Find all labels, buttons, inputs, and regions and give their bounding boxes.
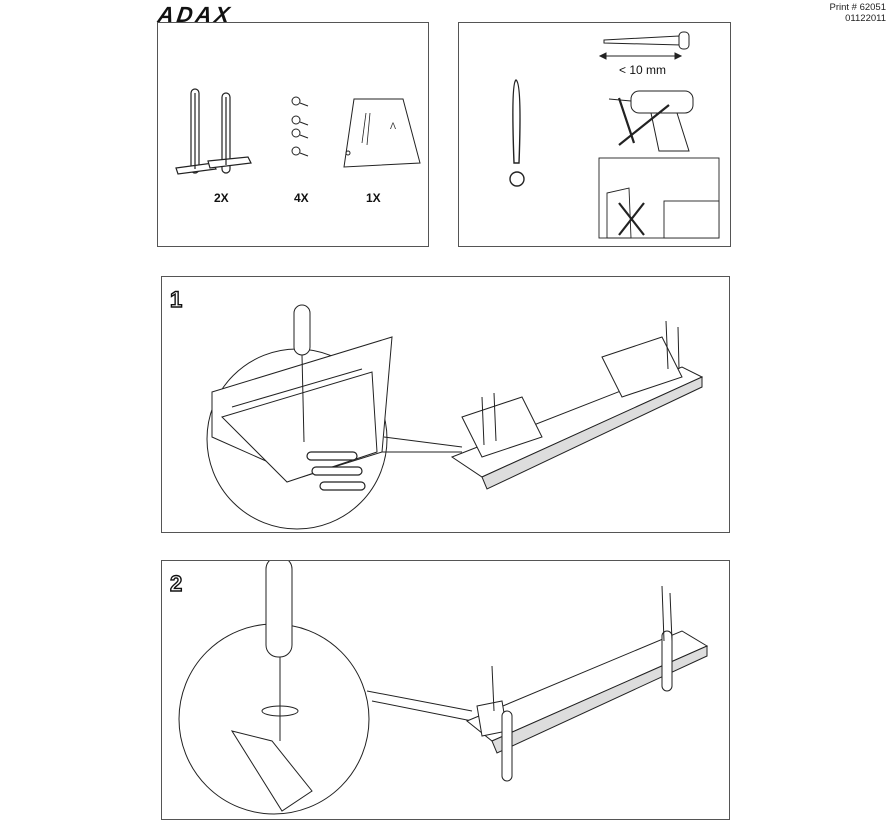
leg-stand-icon <box>175 88 252 175</box>
step-2-number: 2 <box>169 570 183 596</box>
step-2-panel: 2 <box>161 560 730 820</box>
step-1-panel: 1 <box>161 276 730 533</box>
warning-illustration <box>509 31 720 239</box>
step-1-illustration <box>206 304 704 530</box>
print-number: Print # 62051 <box>829 2 886 13</box>
parts-panel: Λ 2X 4X 1X <box>157 22 429 247</box>
screw-length-label: < 10 mm <box>619 63 667 77</box>
print-code: 01122011 <box>845 13 886 24</box>
legs-quantity: 2X <box>214 191 229 205</box>
screwdriver-icon <box>261 561 299 741</box>
print-info: Print # 62051 01122011 <box>829 2 886 24</box>
exclamation-icon <box>509 79 525 187</box>
mounting-template-icon: Λ <box>343 98 421 168</box>
parts-illustration: Λ <box>175 88 421 175</box>
screwdriver-icon <box>293 304 311 443</box>
screws-icon <box>291 96 309 157</box>
step-1-number: 1 <box>169 286 183 312</box>
no-drill-icon <box>608 90 694 152</box>
no-bathroom-icon <box>598 157 720 239</box>
screw-length-icon <box>598 31 690 60</box>
callout-line <box>366 690 473 712</box>
callout-line <box>383 436 463 448</box>
screws-quantity: 4X <box>294 191 309 205</box>
warning-panel: < 10 mm <box>458 22 731 247</box>
template-sheet-icon <box>461 396 543 458</box>
step-2-illustration <box>178 561 709 815</box>
svg-text:Λ: Λ <box>390 121 396 131</box>
template-quantity: 1X <box>366 191 381 205</box>
